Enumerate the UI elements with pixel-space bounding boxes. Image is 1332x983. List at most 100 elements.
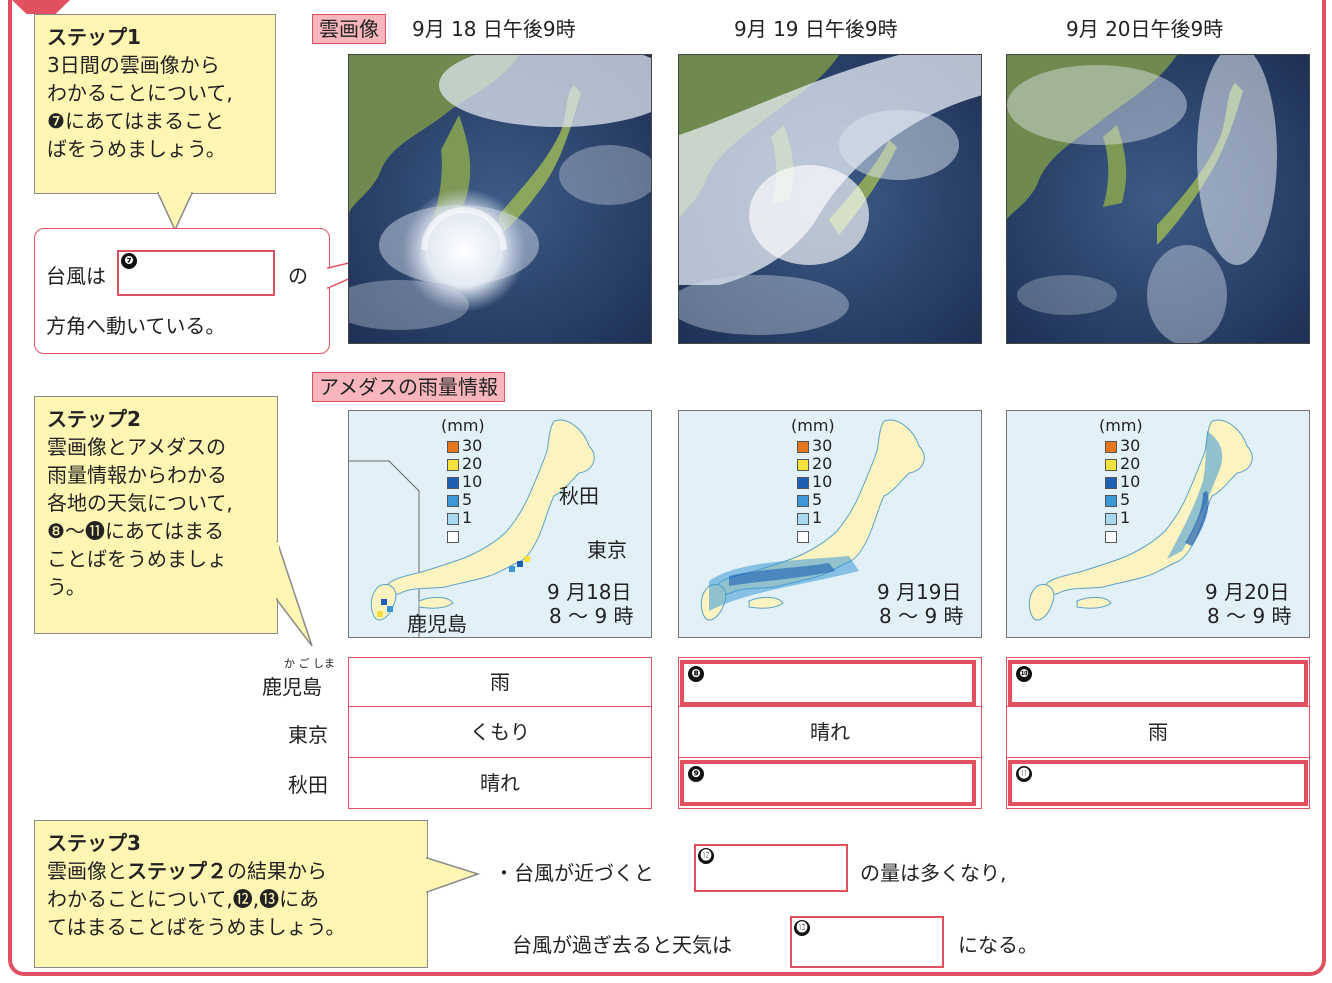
- answer-blank-9[interactable]: [680, 760, 976, 806]
- step3-line3: てはまることばをうめましょう。: [47, 915, 346, 939]
- answer-blank-13[interactable]: [790, 916, 944, 968]
- legend-value: 5: [1120, 490, 1131, 509]
- step2-line6: う。: [47, 575, 86, 599]
- legend-entry: [447, 527, 482, 545]
- cell-sep19-tokyo: 晴れ: [678, 706, 982, 758]
- map3-time: 8 ～ 9 時: [1207, 604, 1292, 628]
- legend-swatch: [447, 494, 459, 507]
- legend-entry: 10: [447, 473, 482, 491]
- legend-entry: 5: [797, 491, 832, 509]
- step1-line3: ❼にあてはまること: [47, 109, 225, 133]
- marker-11: ⓫: [1016, 766, 1032, 782]
- step1-marker: ❼: [47, 109, 65, 133]
- legend-entry: 20: [797, 455, 832, 473]
- answer-line2-pre: 台風が過ぎ去ると天気は: [512, 933, 732, 957]
- place-kagoshima: 鹿児島: [407, 612, 467, 636]
- legend-value: 5: [462, 490, 473, 509]
- legend-value: 10: [462, 472, 483, 491]
- legend-value: 20: [1120, 454, 1141, 473]
- answer-blank-8[interactable]: [680, 660, 976, 706]
- legend-entry: 1: [447, 509, 482, 527]
- answer-blank-7[interactable]: [117, 250, 275, 296]
- legend-value: 30: [1120, 436, 1141, 455]
- cloud-date-1: 9月 18 日午後9時: [412, 17, 576, 41]
- legend-value: 30: [462, 436, 483, 455]
- place-tokyo: 東京: [587, 538, 627, 562]
- legend-swatch: [797, 494, 809, 507]
- step2-line2: 雨量情報からわかる: [47, 463, 227, 487]
- typhoon-line1-pre: 台風は: [46, 264, 106, 288]
- legend-value: 20: [462, 454, 483, 473]
- legend-value: 10: [812, 472, 833, 491]
- answer-blank-10[interactable]: [1008, 660, 1308, 706]
- step1-line1: 3日間の雲画像から: [47, 53, 220, 77]
- legend-entry: [1105, 527, 1140, 545]
- typhoon-line2: 方角へ動いている。: [46, 314, 226, 338]
- answer-line2-post: になる。: [958, 933, 1038, 957]
- legend-entry: 1: [1105, 509, 1140, 527]
- legend-swatch: [1105, 512, 1117, 525]
- legend-entry: 30: [447, 437, 482, 455]
- typhoon-line1-post: の: [288, 264, 308, 288]
- legend-entry: 5: [447, 491, 482, 509]
- legend-swatch: [797, 458, 809, 471]
- marker-13: ⓭: [794, 920, 810, 936]
- legend-value: 30: [812, 436, 833, 455]
- legend-entry: 1: [797, 509, 832, 527]
- step1-heading: ステップ1: [47, 25, 141, 49]
- legend-swatch: [797, 530, 809, 543]
- cell-sep18-akita: 晴れ: [348, 757, 652, 809]
- marker-8: ❽: [688, 666, 704, 682]
- legend-value: 5: [812, 490, 823, 509]
- step2-line4: ❽～⓫にあてはまる: [47, 519, 225, 543]
- map1-date: 9 月18日: [547, 580, 632, 604]
- legend-swatch: [447, 512, 459, 525]
- answer-blank-11[interactable]: [1008, 760, 1308, 806]
- legend-swatch: [1105, 476, 1117, 489]
- step1-pointer: [156, 192, 194, 232]
- legend-swatch: [447, 458, 459, 471]
- row-label-akita: 秋田: [288, 773, 328, 797]
- marker-10: ❿: [1016, 666, 1032, 682]
- map1-time: 8 ～ 9 時: [549, 604, 634, 628]
- legend-entry: 5: [1105, 491, 1140, 509]
- legend-swatch: [447, 440, 459, 453]
- step3-marker-12: ⓬: [232, 887, 253, 911]
- cloud-date-2: 9月 19 日午後9時: [734, 17, 898, 41]
- step2-line1: 雲画像とアメダスの: [47, 435, 226, 459]
- step3-note: ステップ3 雲画像とステップ２の結果から わかることについて,⓬,⓭にあ てはま…: [34, 820, 428, 968]
- legend-swatch: [447, 476, 459, 489]
- legend-swatch: [1105, 440, 1117, 453]
- legend-value: 1: [462, 508, 473, 527]
- cell-sep20-akita: [1006, 757, 1310, 809]
- step2-heading: ステップ2: [47, 407, 141, 431]
- place-akita: 秋田: [559, 484, 599, 508]
- cloud-date-3: 9月 20日午後9時: [1066, 17, 1224, 41]
- step2-note: ステップ2 雲画像とアメダスの 雨量情報からわかる 各地の天気について, ❽～⓫…: [34, 396, 278, 634]
- cell-sep19-akita: [678, 757, 982, 809]
- row-label-kagoshima: 鹿児島: [262, 675, 322, 699]
- answer-blank-12[interactable]: [694, 844, 848, 892]
- step3-heading: ステップ3: [47, 831, 141, 855]
- legend-entry: [797, 527, 832, 545]
- step2-line5: ことばをうめましょ: [47, 547, 227, 571]
- legend-swatch: [1105, 458, 1117, 471]
- frame-edge-left: [8, 0, 12, 20]
- step1-line4: ばをうめましょう。: [47, 137, 226, 161]
- marker-7: ❼: [121, 253, 137, 269]
- frame-edge-right: [1322, 0, 1326, 20]
- legend-value: 1: [1120, 508, 1131, 527]
- answer-line1-pre: ・台風が近づくと: [494, 861, 654, 885]
- map3-date: 9 月20日: [1205, 580, 1290, 604]
- cell-sep18-tokyo: くもり: [348, 706, 652, 758]
- legend-value: 1: [812, 508, 823, 527]
- legend-entry: 10: [1105, 473, 1140, 491]
- cell-sep18-kagoshima: 雨: [348, 657, 652, 707]
- legend-swatch: [797, 476, 809, 489]
- amedas-section-tag: アメダスの雨量情報: [312, 372, 505, 402]
